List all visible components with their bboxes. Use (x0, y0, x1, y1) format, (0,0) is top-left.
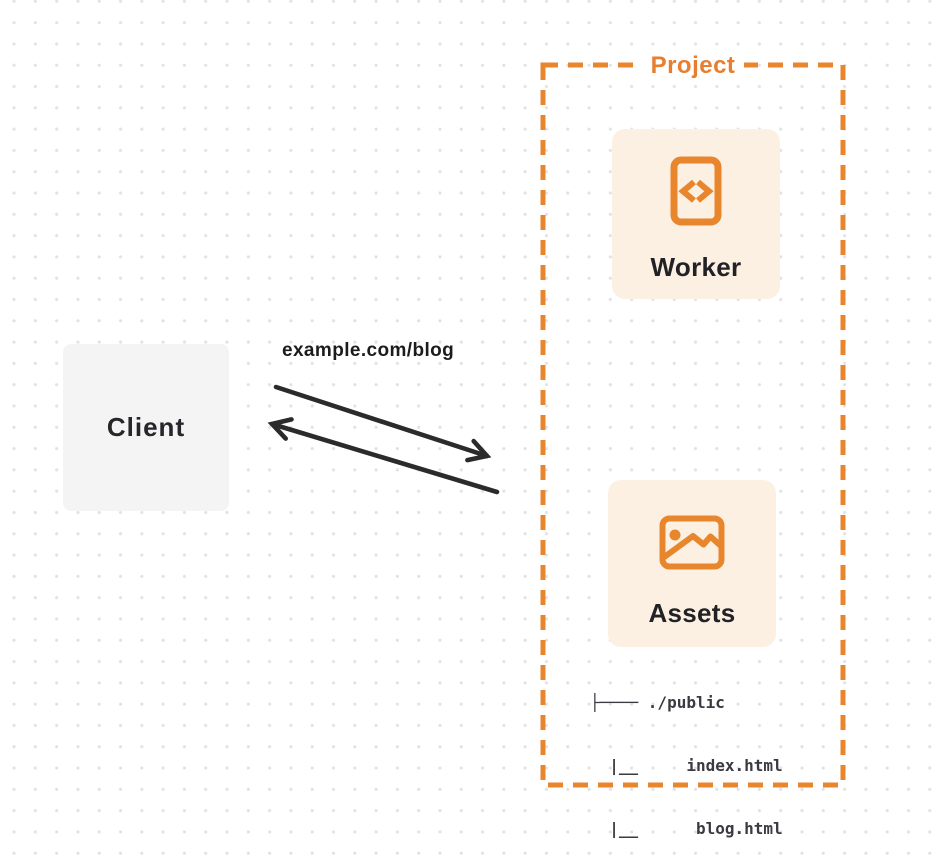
project-label-wrap: Project (543, 52, 843, 79)
image-icon (659, 515, 725, 570)
code-icon (670, 156, 722, 226)
worker-label: Worker (650, 252, 742, 282)
request-url-label: example.com/blog (282, 340, 455, 361)
tree-line-root: ├──── ./public (590, 693, 725, 712)
assets-label: Assets (648, 598, 736, 628)
tree-line-index: |__ index.html (590, 756, 783, 775)
file-tree: ├──── ./public |__ index.html |__ blog.h… (590, 650, 783, 860)
client-box: Client (63, 344, 229, 511)
tree-line-blog: |__ blog.html (590, 819, 783, 838)
project-label: Project (641, 52, 745, 79)
client-label: Client (106, 412, 186, 442)
assets-card: Assets (608, 480, 776, 647)
response-arrow (267, 417, 500, 495)
request-arrow (273, 384, 492, 463)
worker-card: Worker (612, 129, 780, 299)
